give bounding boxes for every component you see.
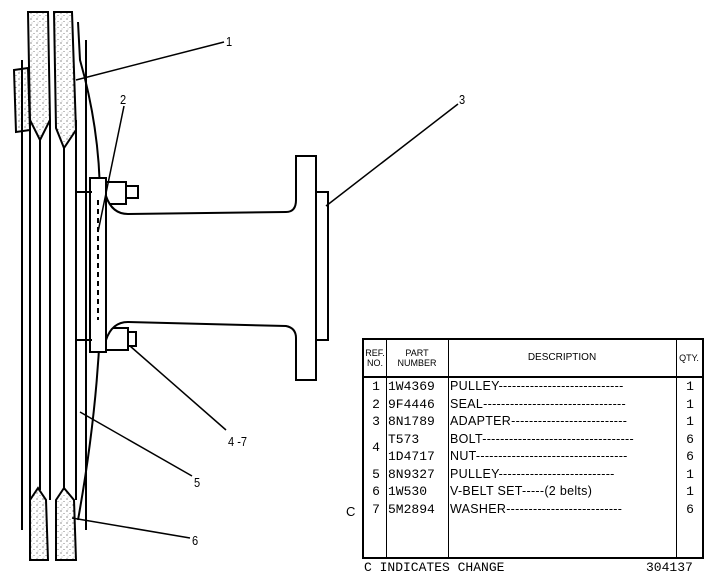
description: ADAPTER-------------------------- bbox=[450, 414, 628, 428]
header-part-number: PART NUMBER bbox=[386, 340, 448, 378]
quantity: 1 bbox=[686, 414, 694, 429]
table-row: 7 5M2894 WASHER-------------------------… bbox=[364, 501, 702, 519]
callout-2: 2 bbox=[120, 92, 127, 107]
description: NUT---------------------------------- bbox=[450, 449, 628, 463]
part-number: 1W4369 bbox=[388, 379, 435, 394]
description: WASHER-------------------------- bbox=[450, 501, 623, 516]
description: BOLT---------------------------------- bbox=[450, 431, 634, 446]
quantity: 1 bbox=[686, 484, 694, 499]
quantity: 1 bbox=[686, 379, 694, 394]
belt-top bbox=[12, 11, 78, 151]
drawing-number: 304137 bbox=[646, 560, 693, 575]
ref-no: 5 bbox=[372, 466, 380, 482]
table-row: 3 8N1789 ADAPTER------------------------… bbox=[364, 413, 702, 431]
callout-5: 5 bbox=[194, 475, 201, 490]
divider-ref bbox=[386, 340, 387, 557]
part-number: 1D4717 bbox=[388, 449, 435, 464]
leader-lines bbox=[71, 41, 459, 539]
description: PULLEY-------------------------- bbox=[450, 466, 615, 481]
quantity: 6 bbox=[686, 449, 694, 464]
parts-table: REF. NO. PART NUMBER DESCRIPTION QTY. 1 … bbox=[362, 338, 704, 559]
table-row: 1D4717 NUT------------------------------… bbox=[364, 448, 702, 466]
callout-4-7: 4 -7 bbox=[228, 434, 248, 449]
belt-bottom bbox=[29, 486, 78, 561]
table-rows: 1 1W4369 PULLEY-------------------------… bbox=[364, 378, 702, 518]
change-legend: C INDICATES CHANGE bbox=[364, 560, 505, 575]
table-row: 6 1W530 V-BELT SET-----(2 belts) 1 bbox=[364, 483, 702, 501]
part-number: 1W530 bbox=[388, 484, 428, 499]
adapter bbox=[105, 155, 329, 381]
divider-part bbox=[448, 340, 449, 557]
table-row: 1 1W4369 PULLEY-------------------------… bbox=[364, 378, 702, 396]
quantity: 1 bbox=[686, 396, 694, 412]
part-number: 9F4446 bbox=[388, 396, 435, 412]
callout-1: 1 bbox=[226, 34, 233, 49]
header-description: DESCRIPTION bbox=[448, 340, 676, 378]
quantity: 1 bbox=[686, 466, 694, 482]
divider-qty bbox=[676, 340, 677, 557]
part-number: 8N1789 bbox=[388, 414, 435, 429]
description: SEAL-------------------------------- bbox=[450, 396, 626, 411]
description: V-BELT SET-----(2 belts) bbox=[450, 484, 593, 498]
callout-3: 3 bbox=[459, 92, 466, 107]
ref-no: 2 bbox=[372, 396, 380, 412]
ref-no: 7 bbox=[372, 501, 380, 517]
table-row: 5 8N9327 PULLEY-------------------------… bbox=[364, 466, 702, 484]
ref-no: 4 bbox=[372, 439, 380, 455]
description: PULLEY---------------------------- bbox=[450, 379, 624, 393]
header-qty: QTY. bbox=[676, 340, 702, 378]
quantity: 6 bbox=[686, 501, 694, 517]
callout-6: 6 bbox=[192, 533, 199, 548]
change-marker: C bbox=[346, 504, 356, 519]
header-ref-no: REF. NO. bbox=[364, 340, 386, 378]
table-row: 4 T573 BOLT-----------------------------… bbox=[364, 431, 702, 455]
part-number: 5M2894 bbox=[388, 501, 435, 517]
quantity: 6 bbox=[686, 431, 694, 447]
part-number: T573 bbox=[388, 431, 420, 447]
ref-no: 6 bbox=[372, 484, 380, 499]
part-number: 8N9327 bbox=[388, 466, 435, 482]
ref-no: 1 bbox=[372, 379, 380, 394]
ref-no: 3 bbox=[372, 414, 380, 429]
table-row: 2 9F4446 SEAL---------------------------… bbox=[364, 396, 702, 414]
